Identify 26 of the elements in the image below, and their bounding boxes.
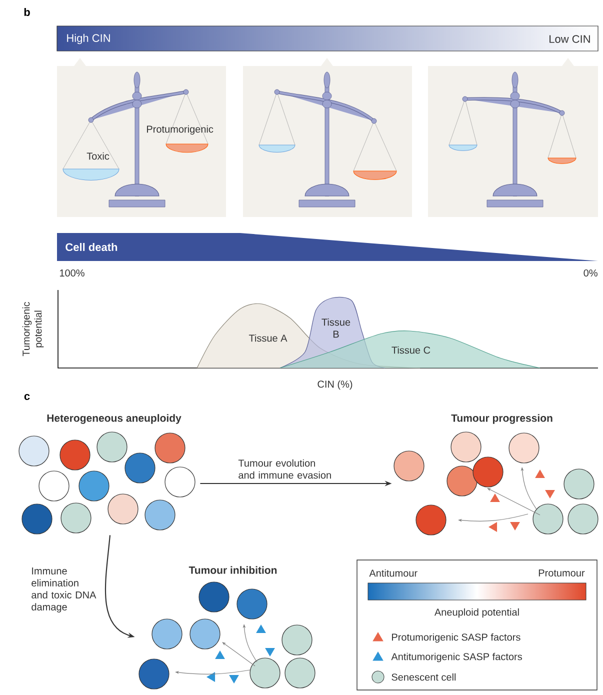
axis-title: Tumorigenic potential [22,302,44,356]
balance-scale-panel [243,58,412,217]
edge-label: Tumour evolution and immune evasion [238,459,331,479]
curve-label: Tissue C [392,346,430,354]
cluster-heading: Heterogeneous aneuploidy [47,414,182,424]
balance-scale-panel: Toxic Protumorigenic [57,58,226,217]
axis-label: 0% [584,269,598,277]
legend-label: Protumorigenic SASP factors [392,633,520,643]
legend-label: Senescent cell [392,673,456,681]
scale-label: Antitumour [369,569,418,577]
bar-label: Cell death [66,242,118,252]
curve-label: Tissue A [248,334,288,342]
panel-letter: c [24,394,30,400]
bar-label: Low CIN [550,35,590,43]
bar-label: High CIN [67,34,110,44]
cluster-heading: Tumour inhibition [188,566,277,574]
edge-label: Immune elimination and toxic DNA damage [32,568,96,612]
scale-label: Aneuploid potential [434,608,519,618]
panel-letter: b [24,8,30,16]
scale-label: Protumour [538,570,585,576]
legend-label: Antitumorigenic SASP factors [391,652,522,662]
axis-label: 100% [60,269,84,277]
cluster-heading: Tumour progression [451,414,552,424]
curve-label: Tissue B [322,318,350,338]
balance-scale-panel [428,58,598,217]
axis-title: CIN (%) [318,380,352,390]
